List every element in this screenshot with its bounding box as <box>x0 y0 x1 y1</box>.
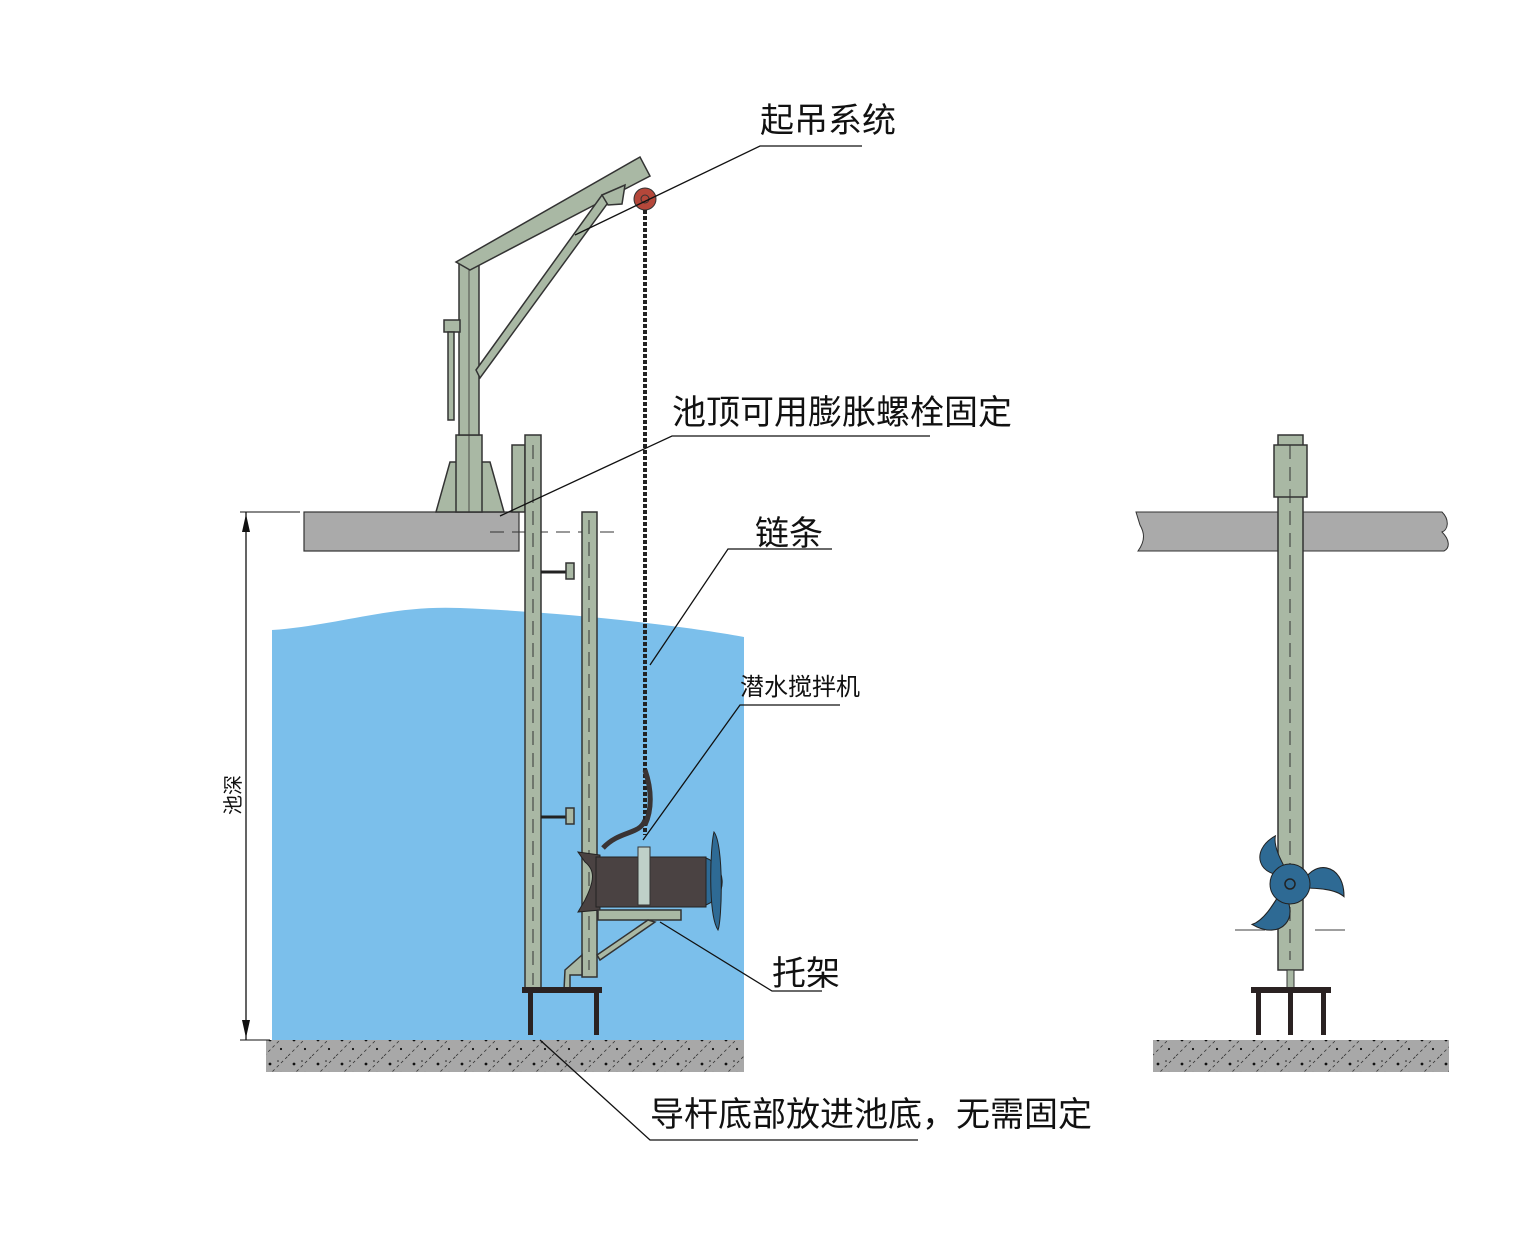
depth-dimension: 池深 <box>221 511 300 1041</box>
jib-crane <box>435 155 657 513</box>
pool-bottom-concrete <box>266 1040 744 1072</box>
propeller-icon <box>1250 834 1345 931</box>
side-view-concrete <box>1153 1040 1449 1072</box>
submersible-mixer <box>576 769 723 962</box>
side-view <box>1135 434 1449 1072</box>
pool-top-slab <box>303 511 520 552</box>
pulley-icon <box>633 187 657 211</box>
chain-label: 链条 <box>755 514 823 554</box>
mixer-label: 潜水搅拌机 <box>740 673 860 701</box>
water <box>272 607 744 1040</box>
guide-rod-bottom-label: 导杆底部放进池底，无需固定 <box>650 1095 1092 1135</box>
expansion-bolt-label: 池顶可用膨胀螺栓固定 <box>672 393 1012 433</box>
bracket-label: 托架 <box>772 954 840 994</box>
hoist-system-label: 起吊系统 <box>760 101 896 141</box>
annotations: 起吊系统 池顶可用膨胀螺栓固定 链条 潜水搅拌机 托架 导杆底部放进池底，无需固… <box>499 101 1092 1141</box>
pool-depth-label: 池深 <box>221 775 245 815</box>
